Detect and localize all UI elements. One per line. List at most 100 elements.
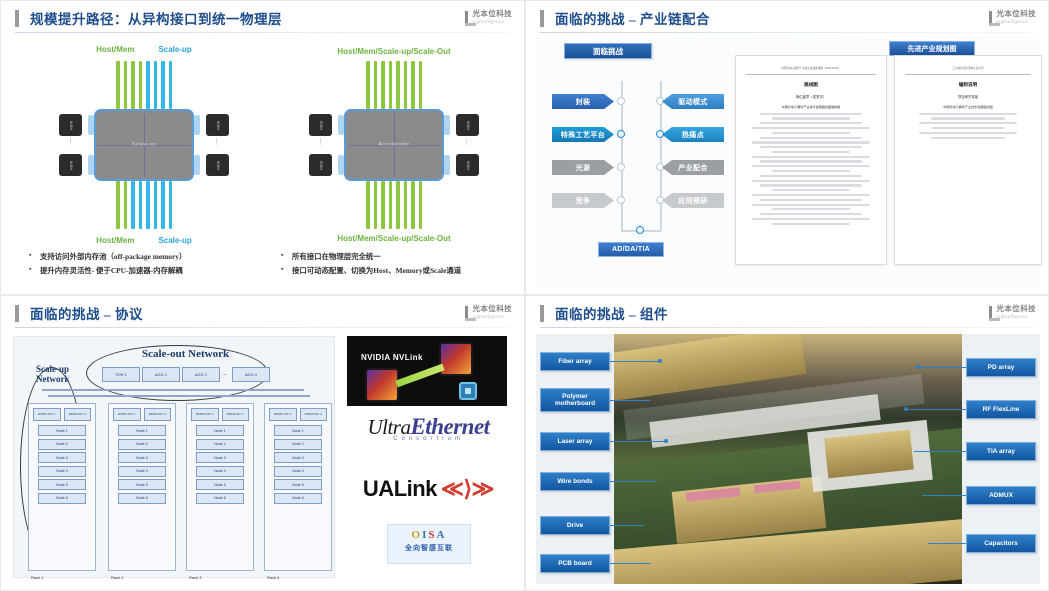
rack-node: Node 3	[196, 452, 244, 463]
doc2-header: 工业和信息化部电子信息司	[905, 67, 1031, 75]
page-title: 面临的挑战 – 组件	[555, 307, 668, 322]
chevron-right-2: 热痛点	[662, 127, 724, 142]
component-label-pcb-board: PCB board	[540, 554, 610, 573]
doc1-subtitle: 单位盖章（或签字）	[795, 94, 827, 99]
header-divider	[540, 327, 1034, 328]
header-divider	[540, 32, 1034, 33]
title-accent-bar	[15, 9, 19, 27]
logo-cn-text: 光本位科技	[472, 304, 512, 313]
component-label-admux: ADMUX	[966, 486, 1036, 505]
fig-a-hbm-right-2: HBM	[206, 154, 229, 176]
ue-ethernet-text: Ethernet	[410, 414, 490, 439]
bullet-item: 所有接口在物理层完全统一	[281, 250, 511, 262]
document-explanation: 工业和信息化部电子信息司 编制说明 项目研究背景 中国光电子器件产业技术发展路线…	[894, 55, 1042, 265]
doc2-title: 编制说明	[958, 81, 978, 87]
rack-node: Node 1	[118, 425, 166, 436]
component-label-fiber-array: Fiber array	[540, 352, 610, 371]
doc2-body: 中国光电子器件产业技术发展路线图	[943, 104, 993, 109]
rack-node: Node 5	[118, 479, 166, 490]
fig-b-die-label: Accelerator	[378, 142, 410, 148]
roadmap-documents: 先进产业规划图 中国光电子器件产业技术发展路线图（2024-2028） 路线图 …	[731, 37, 1042, 288]
logo-en-text: Lightelligence	[472, 18, 505, 24]
fig-a-top-lanes	[116, 61, 172, 109]
fig-b-top-label: Host/Mem/Scale-up/Scale-Out	[337, 47, 451, 56]
rack-node: Node 4	[196, 465, 244, 477]
slide4-header: 面临的挑战 – 组件	[526, 296, 1048, 330]
switch-node: AGG n	[232, 367, 270, 382]
fig-b-hbm-left-1: HBM	[309, 114, 332, 136]
title-accent-bar	[15, 304, 19, 322]
page-title: 规模提升路径：从异构接口到统一物理层	[30, 12, 282, 27]
logo-en-text: Lightelligence	[996, 313, 1029, 319]
chip-figure-heterogeneous: Host/Mem Scale-up Scale-up HBM HBM HBM H…	[19, 37, 269, 247]
rack-node: Node 1	[274, 425, 322, 436]
fig-b-die: Accelerator	[344, 109, 444, 181]
ue-ultra-text: Ultra	[367, 415, 411, 439]
fig-a-hbm-left-2: HBM	[59, 154, 82, 176]
bullet-item: 支持访问外部内存池（off-package memory）	[29, 250, 259, 262]
logo-en-text: Lightelligence	[996, 18, 1029, 24]
protocol-logos: NVIDIA NVLink UltraEthernet Consortium U…	[341, 336, 516, 578]
fig-b-bottom-lanes	[366, 181, 422, 229]
slide2-header: 面临的挑战 – 产业链配合	[526, 1, 1048, 35]
logo-mark-icon	[464, 11, 476, 26]
slide-components: 面临的挑战 – 组件 光本位科技 Lightelligence	[525, 295, 1049, 591]
rack-label: Rack 1	[31, 575, 44, 580]
fig-b-top-lanes	[366, 61, 422, 109]
rack-node: Node 5	[274, 479, 322, 490]
brand-logo: 光本位科技 Lightelligence	[988, 305, 1037, 321]
fig-b-hbm-right-1: HBM	[456, 114, 479, 136]
rack-nic: RDMA NIC 2	[143, 408, 171, 421]
fig-b-hbm-left-2: HBM	[309, 154, 332, 176]
fig-b-hbm-right-2: HBM	[456, 154, 479, 176]
chevron-left-4: 竞争	[552, 193, 614, 208]
rack-node: Node 5	[196, 479, 244, 490]
header-divider	[15, 32, 510, 33]
component-label-drive: Drive	[540, 516, 610, 535]
chevron-left-3: 光源	[552, 160, 614, 175]
rack-node: Node 2	[196, 438, 244, 450]
scale-up-title: Scale-up Network	[36, 364, 70, 384]
rack-node: Node 4	[38, 465, 86, 477]
title-accent-bar	[540, 9, 544, 27]
ualink-label: UALink	[362, 476, 438, 501]
fig-a-bottom-label-2: Scale-up	[158, 236, 192, 245]
nvlink-label: NVIDIA NVLink	[361, 353, 423, 362]
fig-a-top-label-2: Scale-up	[158, 45, 192, 54]
brand-logo: 光本位科技 Lightelligence	[464, 9, 513, 26]
slide1-bullets-left: 支持访问外部内存池（off-package memory） 提升内存灵活性- 便…	[29, 250, 259, 280]
rack-node: Node 4	[118, 465, 166, 477]
slide1-header: 规模提升路径：从异构接口到统一物理层	[1, 1, 524, 35]
rack-node: Node 2	[118, 438, 166, 450]
bullet-item: 提升内存灵活性- 便于CPU-加速器-内存解耦	[29, 264, 259, 276]
slide3-header: 面临的挑战 – 协议	[1, 296, 524, 330]
rack-label: Rack 2	[111, 575, 124, 580]
chevron-right-4: 应用预研	[662, 193, 724, 208]
component-label-polymer-motherboard: Polymer motherboard	[540, 388, 610, 412]
network-topology-diagram: Scale-out Network Scale-up Network TOR 1…	[13, 336, 335, 580]
component-label-capacitors: Capacitors	[966, 534, 1036, 553]
chevron-left-2: 特殊工艺平台	[552, 127, 614, 142]
ualink-mark-icon: ≪⟩≫	[440, 476, 495, 501]
switch-node: AGG 2	[182, 367, 220, 382]
rack-node: Node 3	[274, 452, 322, 463]
fig-a-top-label-1: Host/Mem	[96, 45, 135, 54]
fig-a-bottom-lanes	[116, 181, 172, 229]
component-label-wire-bonds: Wire bonds	[540, 472, 610, 491]
page-title: 面临的挑战 – 产业链配合	[555, 12, 710, 27]
brand-logo: 光本位科技 Lightelligence	[988, 9, 1037, 26]
chevron-right-3: 产业配合	[662, 160, 724, 175]
fig-a-die: Scale-up	[94, 109, 194, 181]
chip-diagrams: Host/Mem Scale-up Scale-up HBM HBM HBM H…	[1, 37, 524, 249]
switch-node: TOR 1	[102, 367, 140, 382]
logo-cn-text: 光本位科技	[996, 9, 1036, 18]
logo-cn-text: 光本位科技	[472, 9, 512, 18]
component-label-pd-array: PD array	[966, 358, 1036, 377]
component-photo-panel: Fiber array Polymer motherboard Laser ar…	[536, 334, 1040, 584]
rack-node: Node 3	[38, 452, 86, 463]
rack-node: Node 6	[196, 492, 244, 504]
ualink-logo: UALink≪⟩≫	[341, 476, 516, 502]
